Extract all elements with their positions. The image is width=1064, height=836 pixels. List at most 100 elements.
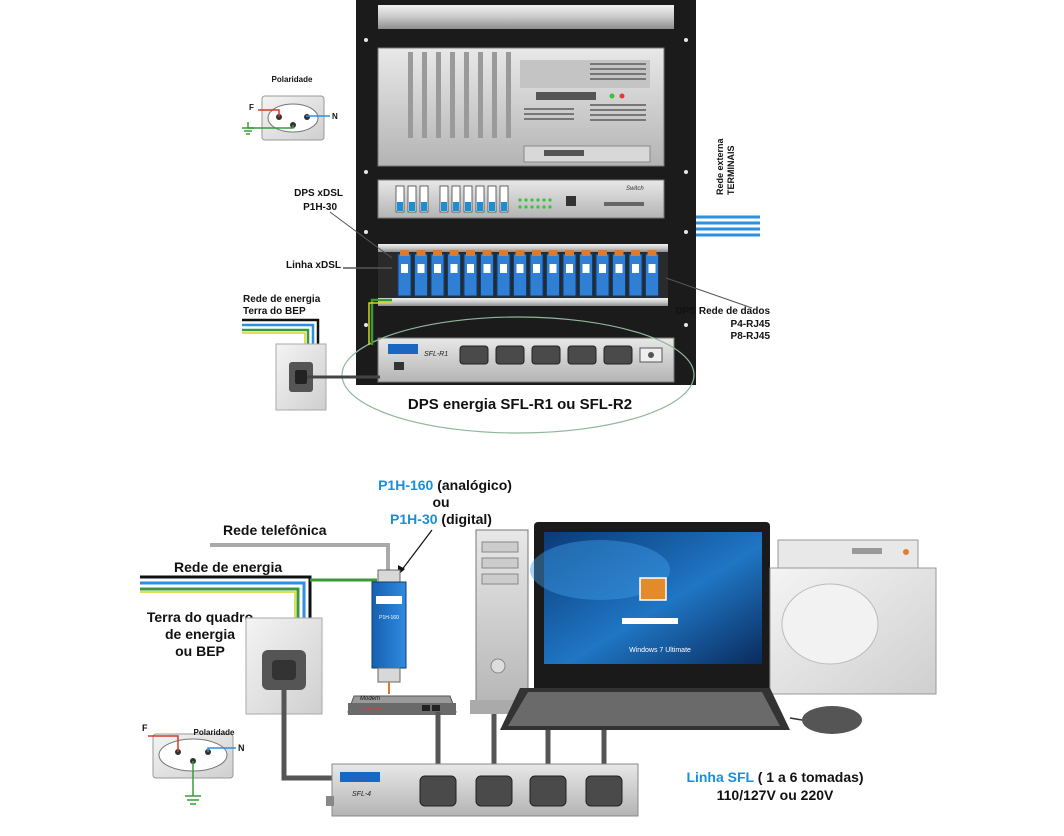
dps-rede-label-line1: DPS Rede de dados: [676, 306, 771, 317]
dps-module-port: [566, 264, 573, 273]
dps-module-cap: [433, 250, 442, 256]
dps-data-module: [628, 253, 643, 297]
modem-device: Modem: [347, 695, 457, 715]
dps-module-port: [434, 264, 441, 273]
rede-telefonica-label: Rede telefônica: [223, 522, 327, 538]
terra-label-line3: ou BEP: [175, 643, 225, 659]
dps-module-port: [417, 264, 425, 273]
dps-data-module: [513, 253, 527, 297]
monitor: Windows 7 Ultimate: [530, 522, 770, 712]
dps-data-module: [562, 253, 577, 297]
phase-label-bottom: F: [142, 723, 148, 733]
dps-data-module: [579, 253, 593, 297]
dps-module-port: [483, 264, 491, 273]
rede-energia-label-line1: Rede de energia: [243, 294, 321, 305]
rede-energia-label-bottom: Rede de energia: [174, 559, 282, 575]
dps-module-port: [516, 264, 524, 273]
dps-module-cap: [449, 250, 459, 256]
dps-data-module: [397, 253, 412, 297]
wall-outlet-top: [275, 343, 380, 411]
polaridade-label-bottom: Polaridade: [194, 728, 235, 737]
energy-wires-top: [242, 298, 392, 345]
dps-module-cap: [614, 250, 624, 256]
dps-module-port: [599, 264, 606, 273]
p1h-pointer: [397, 529, 433, 576]
neutral-label-top: N: [332, 112, 338, 121]
neutral-label-bottom: N: [238, 743, 245, 753]
dps-module-cap: [515, 250, 525, 256]
sfl-4-power-strip: SFL-4: [326, 763, 639, 817]
dps-module-cap: [598, 250, 607, 256]
dps-module-cap: [482, 250, 492, 256]
dps-module-port: [533, 264, 540, 273]
energy-wires-bottom: [140, 575, 377, 622]
dps-module-cap: [548, 250, 558, 256]
p1h-device-label: P1H-160: [379, 615, 399, 621]
dps-module-port: [450, 264, 458, 273]
dps-data-module: [595, 253, 610, 297]
rede-externa-label-line2: TERMINAIS: [726, 146, 736, 196]
dps-rede-label-line3: P8-RJ45: [731, 331, 771, 342]
dps-rede-leader: [665, 277, 753, 309]
dps-module-cap: [565, 250, 574, 256]
dps-module-port: [648, 264, 656, 273]
dps-xdsl-label-line2: P1H-30: [303, 202, 337, 213]
keyboard: [500, 688, 790, 730]
dps-module-port: [467, 264, 474, 273]
rack-cabinet: Switch SFL-R1: [356, 0, 696, 385]
dps-module-cap: [631, 250, 640, 256]
printer: [769, 539, 937, 695]
dps-module-cap: [532, 250, 541, 256]
telephone-wire: [210, 543, 390, 578]
dps-data-module: [612, 253, 626, 297]
switch-panel: Switch: [377, 179, 665, 219]
linha-xdsl-label: Linha xDSL: [286, 260, 341, 271]
dps-xdsl-leader: [329, 211, 393, 259]
phase-label-top: F: [249, 103, 254, 112]
dps-module-port: [500, 264, 507, 273]
dps-module-port: [582, 264, 590, 273]
dps-energia-label: DPS energia SFL-R1 ou SFL-R2: [408, 396, 632, 413]
terra-label-line1: Terra do quadro: [147, 609, 253, 625]
ou-label: ou: [432, 494, 449, 510]
dps-module-cap: [581, 250, 591, 256]
sfl-r1-power-strip: SFL-R1: [377, 337, 675, 383]
dps-module-cap: [416, 250, 426, 256]
dps-data-module: [645, 253, 659, 297]
dps-data-module: [529, 253, 544, 297]
modem-label: Modem: [360, 696, 380, 702]
dps-module-port: [549, 264, 557, 273]
dps-data-module: [430, 253, 445, 297]
linha-sfl-label: Linha SFL ( 1 a 6 tomadas): [686, 769, 863, 785]
polarity-outlet-bottom: [148, 733, 236, 805]
dps-module-port: [615, 264, 623, 273]
mouse: [789, 706, 862, 734]
p1h-30-title: P1H-30 (digital): [390, 511, 492, 527]
switch-label: Switch: [626, 186, 644, 192]
terra-label-line2: de energia: [165, 626, 235, 642]
sfl-r1-label: SFL-R1: [424, 351, 448, 358]
voltage-label: 110/127V ou 220V: [717, 787, 834, 803]
windows-label: Windows 7 Ultimate: [629, 647, 691, 654]
dps-data-module: [496, 253, 511, 297]
external-network-cables: [696, 215, 760, 237]
p1h-160-title: P1H-160 (analógico): [378, 477, 512, 493]
polaridade-label-top: Polaridade: [272, 75, 313, 84]
rack-top-panel: [378, 5, 674, 29]
dps-data-rail: [378, 244, 668, 306]
dps-data-module: [546, 253, 560, 297]
p1h-dps-device: P1H-160: [371, 569, 407, 694]
rede-externa-label-line1: Rede externa: [715, 137, 725, 195]
dps-data-module: [480, 253, 494, 297]
dps-module-port: [401, 264, 408, 273]
server-unit: [377, 47, 665, 167]
dps-xdsl-label-line1: DPS xDSL: [294, 188, 343, 199]
wall-outlet-bottom: [245, 617, 340, 781]
dps-module-cap: [647, 250, 657, 256]
device-power-cables: [435, 712, 607, 770]
dps-module-port: [632, 264, 639, 273]
dps-module-cap: [400, 250, 409, 256]
dps-data-module: [447, 253, 461, 297]
tower-pc: [470, 529, 529, 714]
